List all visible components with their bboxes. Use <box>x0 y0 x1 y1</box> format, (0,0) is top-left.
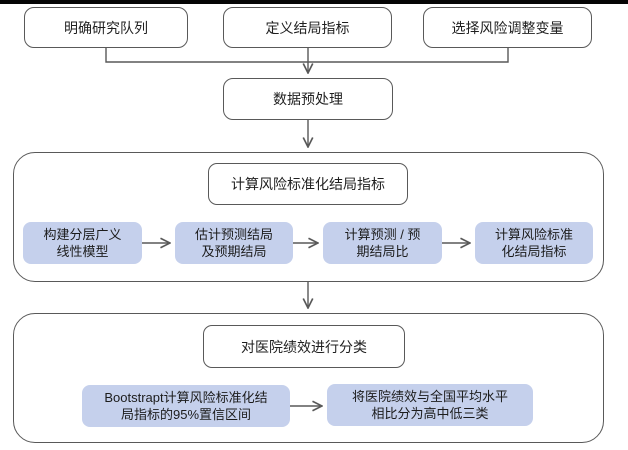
step-text-line1: 计算风险标准 <box>494 226 573 242</box>
step-classify-performance: 将医院绩效与全国平均水平 相比分为高中低三类 <box>327 384 533 426</box>
step-text-line2: 相比分为高中低三类 <box>371 406 489 421</box>
step-bootstrap-ci: Bootstrapt计算风险标准化结 局指标的95%置信区间 <box>82 385 290 427</box>
node-define-outcome: 定义结局指标 <box>223 7 392 48</box>
step-text-line2: 化结局指标 <box>501 244 567 259</box>
step-text-line1: Bootstrapt计算风险标准化结 <box>104 389 268 405</box>
node-select-risk-variables: 选择风险调整变量 <box>423 7 592 48</box>
step-text-line2: 线性模型 <box>56 244 109 259</box>
step-text-line1: 计算预测 / 预 <box>344 226 421 242</box>
step-text-line2: 期结局比 <box>356 244 409 259</box>
step-text-line2: 及预期结局 <box>201 244 267 259</box>
stage1-title: 计算风险标准化结局指标 <box>208 163 408 205</box>
stage2-title: 对医院绩效进行分类 <box>203 325 405 368</box>
bottom-border-bar <box>0 0 628 4</box>
step-build-model: 构建分层广义 线性模型 <box>23 222 142 264</box>
stage1-container <box>13 152 604 282</box>
step-ratio: 计算预测 / 预 期结局比 <box>323 222 442 264</box>
stage2-container <box>13 313 604 443</box>
step-standardized-indicator: 计算风险标准 化结局指标 <box>475 222 593 264</box>
merge-line <box>105 48 509 63</box>
step-text-line1: 构建分层广义 <box>43 226 122 242</box>
step-text-line2: 局指标的95%置信区间 <box>120 407 252 422</box>
node-define-cohort: 明确研究队列 <box>24 7 188 48</box>
node-data-preprocess: 数据预处理 <box>223 78 393 120</box>
step-text-line1: 将医院绩效与全国平均水平 <box>351 388 508 404</box>
step-estimate-outcomes: 估计预测结局 及预期结局 <box>175 222 293 264</box>
step-text-line1: 估计预测结局 <box>194 226 273 242</box>
